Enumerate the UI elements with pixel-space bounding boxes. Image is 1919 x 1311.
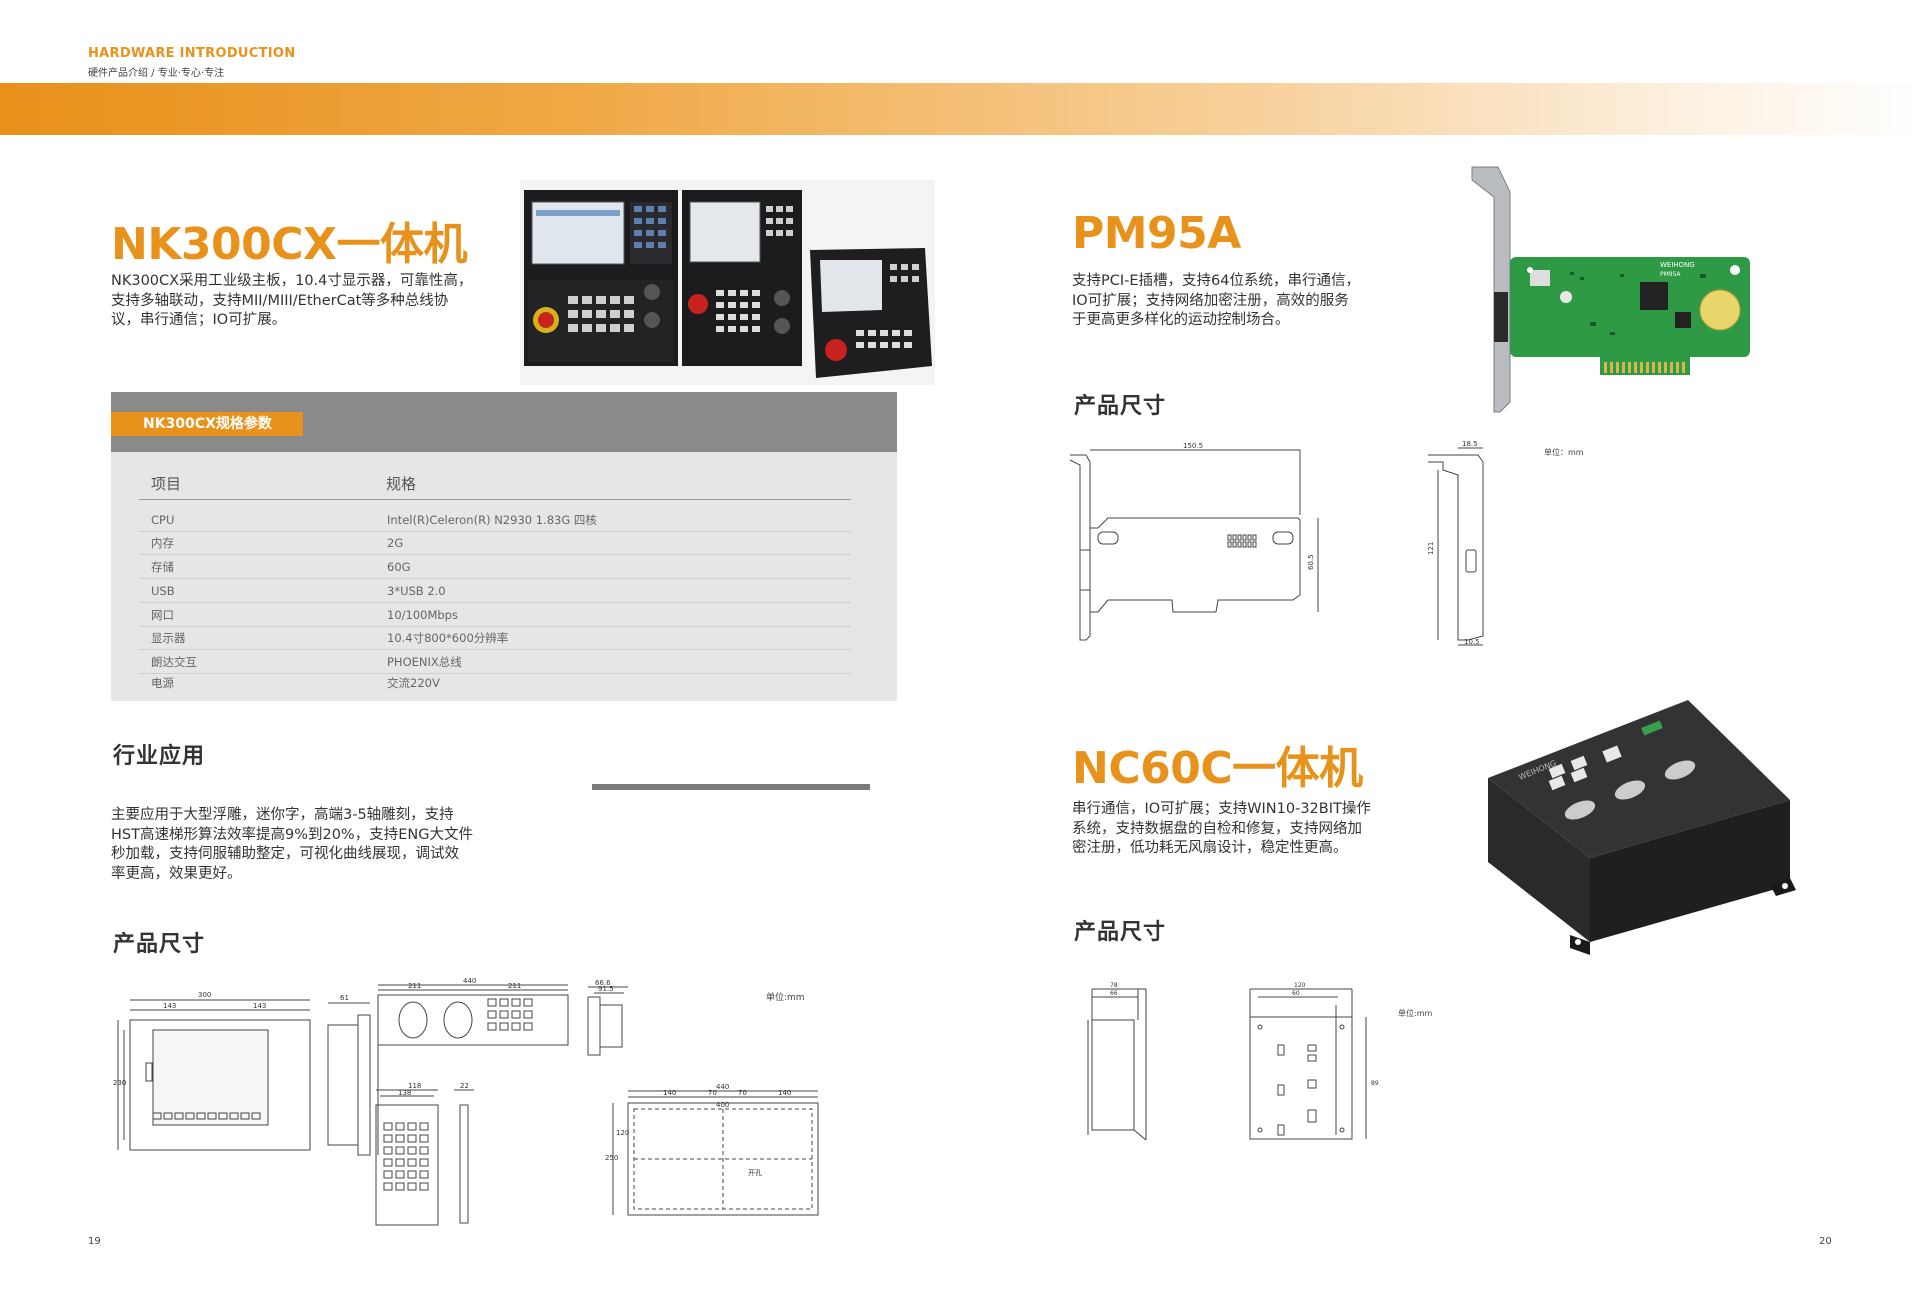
pm95a-description: 支持PCI-E插槽，支持64位系统，串行通信， IO可扩展；支持网络加密注册，高… — [1072, 273, 1360, 328]
pm-dim-thickness: 18.5 — [1462, 440, 1478, 448]
industry-rule — [592, 784, 870, 790]
pcb-brand: WEIHONG — [1660, 261, 1695, 269]
nc60c-description: 串行通信，IO可扩展；支持WIN10-32BIT操作 系统，支持数据盘的自检和修… — [1072, 801, 1371, 856]
nc-dim-d: 60 — [1292, 990, 1300, 997]
spec-col-item: 项目 — [151, 475, 182, 493]
industry-title: 行业应用 — [113, 744, 206, 769]
page-number-left: 19 — [88, 1236, 101, 1247]
industry-text: 主要应用于大型浮雕，迷你字，高端3-5轴雕刻，支持 HST高速梯形算法效率提高9… — [111, 807, 473, 882]
header-title: HARDWARE INTRODUCTION — [88, 46, 296, 61]
pm-dim-bottom: 10.5 — [1464, 638, 1480, 646]
nc-dim-a: 78 — [1110, 982, 1118, 989]
nk300cx-description: NK300CX采用工业级主板，10.4寸显示器，可靠性高， 支持多轴联动，支持M… — [111, 273, 473, 328]
pm95a-dimension-drawing: 150.5 60.5 18.5 121 10.5 — [1068, 440, 1508, 650]
nc60c-dimension-drawing: 78 66 120 60 89 — [1068, 975, 1388, 1165]
header-subtitle: 硬件产品介绍 / 专业·专心·专注 — [88, 68, 225, 79]
dim-66-6: 66.6 — [595, 979, 611, 987]
dim-211a: 211 — [408, 982, 421, 990]
nc-dim-c: 120 — [1294, 982, 1306, 989]
spec-header-divider — [139, 499, 851, 500]
dim-70b: 70 — [738, 1089, 747, 1097]
pm-dim-height: 60.5 — [1307, 554, 1315, 570]
pm-dim-width: 150.5 — [1183, 442, 1203, 450]
dim-118: 118 — [408, 1082, 421, 1090]
nk300cx-title: NK300CX一体机 — [111, 219, 467, 270]
spec-col-spec: 规格 — [386, 475, 417, 493]
nc-size-title: 产品尺寸 — [1074, 920, 1167, 945]
dim-440b: 440 — [716, 1083, 729, 1091]
dim-250: 250 — [605, 1154, 618, 1162]
nc-dim-e: 89 — [1371, 1080, 1379, 1087]
nc-unit-label: 单位:mm — [1398, 1009, 1433, 1018]
dim-211b: 211 — [508, 982, 521, 990]
pm95a-title: PM95A — [1072, 208, 1241, 259]
dim-140a: 140 — [663, 1089, 676, 1097]
dim-120: 120 — [616, 1129, 629, 1137]
dim-300: 300 — [198, 991, 211, 999]
nc-dim-b: 66 — [1110, 990, 1118, 997]
dim-230: 230 — [113, 1079, 126, 1087]
page-number-right: 20 — [1819, 1236, 1832, 1247]
dim-140b: 140 — [778, 1089, 791, 1097]
dim-70a: 70 — [708, 1089, 717, 1097]
nk300cx-controller-illustration — [524, 190, 932, 378]
dim-143a: 143 — [163, 1002, 176, 1010]
nc60c-title: NC60C一体机 — [1072, 743, 1363, 794]
nc60c-product-image: WEIHONG — [1480, 680, 1800, 960]
header-band — [0, 83, 1919, 135]
dim-138: 138 — [398, 1089, 411, 1097]
pm-size-title: 产品尺寸 — [1074, 394, 1167, 419]
nk-unit-label: 单位:mm — [766, 993, 805, 1003]
pm95a-product-image: WEIHONG PM95A — [1470, 162, 1770, 417]
pcb-model: PM95A — [1660, 271, 1681, 278]
dim-kaikong: 开孔 — [748, 1169, 762, 1177]
dim-61: 61 — [340, 994, 349, 1002]
dim-143b: 143 — [253, 1002, 266, 1010]
pm-unit-label: 单位：mm — [1544, 448, 1584, 457]
dim-22: 22 — [460, 1082, 469, 1090]
nk-size-title: 产品尺寸 — [113, 932, 206, 957]
dim-400: 400 — [716, 1101, 729, 1109]
dim-91-5: 91.5 — [598, 985, 614, 993]
spec-tab-label: NK300CX规格参数 — [111, 412, 303, 436]
pm-dim-bracket-height: 121 — [1427, 542, 1435, 555]
spec-row: 电源交流220V — [151, 676, 440, 690]
nk300cx-product-image — [520, 180, 935, 385]
dim-440a: 440 — [463, 977, 476, 985]
nk300cx-dimension-drawing: 300 143 143 61 440 211 211 66.6 91.5 118… — [108, 975, 838, 1230]
